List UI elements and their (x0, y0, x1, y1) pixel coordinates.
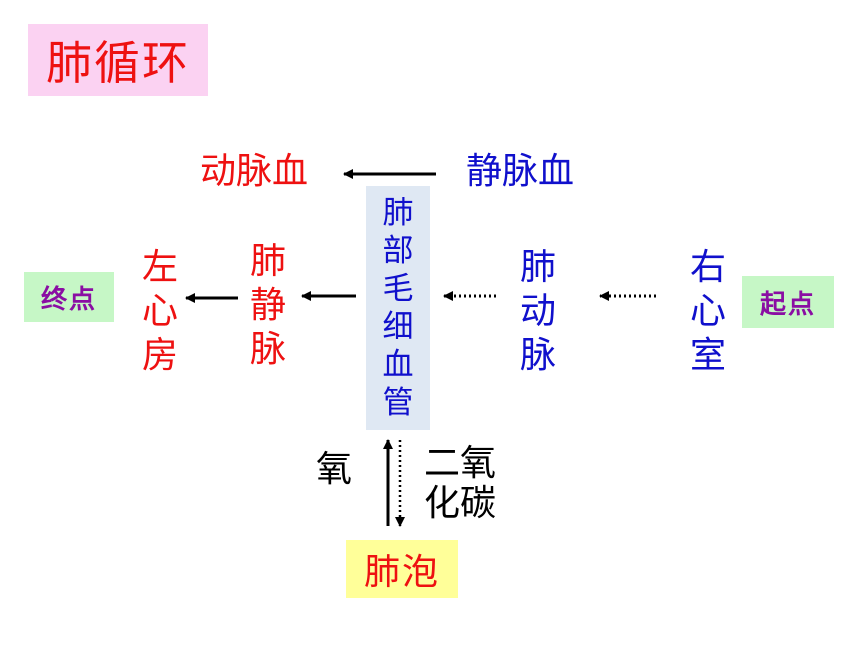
pulmonary-vein-char: 脉 (249, 329, 286, 370)
capillary-char: 部 (382, 233, 414, 269)
pulmonary-artery-char: 肺 (519, 247, 556, 288)
co2-label-line1: 二氧 (424, 443, 497, 484)
alveolus-box: 肺泡 (346, 540, 458, 598)
pulmonary-artery-char: 动 (519, 291, 556, 332)
arterial-blood-label: 动脉血 (200, 151, 309, 192)
right-ventricle-char: 右 (689, 247, 726, 288)
left-atrium-char: 左 (141, 247, 178, 288)
co2-label-line2: 化碳 (424, 483, 497, 524)
capillary-char: 肺 (382, 195, 414, 231)
left-atrium-char: 心 (141, 291, 178, 332)
right-ventricle-char: 室 (689, 335, 726, 376)
left-atrium-char: 房 (141, 335, 178, 376)
capillary-char: 细 (382, 309, 414, 345)
venous-blood-label: 静脉血 (466, 151, 575, 192)
start-point-badge: 起点 (742, 276, 834, 328)
end-point-badge: 终点 (24, 272, 114, 322)
pulmonary-capillary-box: 肺 部 毛 细 血 管 (366, 186, 430, 430)
pulmonary-artery-char: 脉 (519, 335, 556, 376)
page-title: 肺循环 (28, 24, 208, 96)
capillary-char: 毛 (382, 271, 414, 307)
left-atrium-label: 左 心 房 (138, 246, 182, 378)
right-ventricle-char: 心 (689, 291, 726, 332)
pulmonary-artery-label: 肺 动 脉 (516, 246, 560, 378)
oxygen-label: 氧 (316, 449, 353, 490)
capillary-char: 血 (382, 347, 414, 383)
pulmonary-vein-char: 肺 (249, 241, 286, 282)
capillary-char: 管 (382, 385, 414, 421)
right-ventricle-label: 右 心 室 (686, 246, 730, 378)
pulmonary-vein-char: 静 (249, 285, 286, 326)
pulmonary-vein-label: 肺 静 脉 (246, 240, 290, 372)
